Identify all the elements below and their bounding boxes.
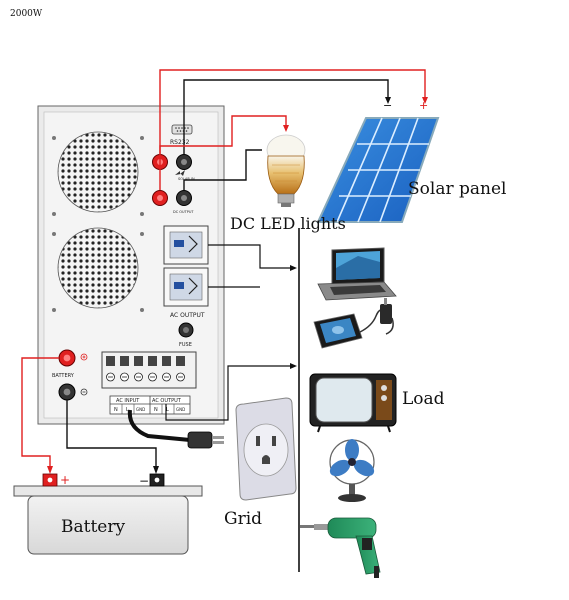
- ac-output-gnd-label: GND: [176, 407, 185, 412]
- rs232-label: RS232: [170, 139, 190, 146]
- solar-panel-graphic: [316, 117, 440, 223]
- grid-wall-socket: [235, 397, 297, 501]
- battery-negative-terminal: [58, 383, 76, 401]
- inverter-battery-label: BATTERY: [52, 373, 75, 379]
- inverter-cabinet: [37, 105, 225, 425]
- battery-positive-terminal: [58, 349, 76, 367]
- ac-outlet-lower: [163, 267, 209, 307]
- ac-input-gnd-label: GND: [136, 407, 145, 412]
- grid-label: Grid: [224, 509, 262, 529]
- cooling-fan-lower: [57, 227, 139, 309]
- battery-graphic: [13, 473, 203, 555]
- terminal-to-load-wiring: [165, 363, 297, 421]
- fuse-holder: [178, 322, 194, 338]
- dc-led-bulb: [266, 134, 306, 207]
- solar-symbol-icon: [175, 170, 185, 176]
- television-icon: [309, 373, 397, 433]
- dc-output-negative-terminal: [176, 190, 192, 206]
- cooling-fan-upper: [57, 131, 139, 213]
- ac-output-wiring: [208, 244, 297, 288]
- ac-output-label: AC OUTPUT: [170, 312, 205, 319]
- ac-output-l-label: L: [166, 407, 169, 413]
- battery-plus-sign: +: [60, 473, 70, 487]
- battery-minus-sign: −: [139, 474, 149, 488]
- electric-fan-icon: [329, 439, 375, 502]
- grid-power-cord: [127, 409, 224, 449]
- ac-terminal-block: [101, 351, 197, 389]
- ac-output-block-label: AC OUTPUT: [152, 398, 182, 404]
- mobile-phone-charger-icon: [313, 298, 394, 349]
- load-label: Load: [402, 389, 445, 409]
- dc-output-positive-terminal: [152, 190, 168, 206]
- ac-io-label-grid: [109, 395, 191, 415]
- ac-input-l-label: L: [126, 407, 129, 413]
- ac-input-n-label: N: [114, 407, 118, 413]
- power-drill-icon: [300, 517, 381, 578]
- solar-panel-label: Solar panel: [408, 179, 506, 199]
- solar-minus-sign: −: [383, 99, 392, 112]
- ac-outlet-upper: [163, 225, 209, 265]
- solar-plus-sign: +: [419, 99, 428, 112]
- solar-in-label: SOLAR IN: [178, 177, 195, 181]
- fuse-label: FUSE: [179, 342, 192, 348]
- dc-led-lights-label: DC LED lights: [230, 214, 346, 233]
- laptop-icon: [317, 247, 397, 301]
- battery-label: Battery: [61, 517, 125, 537]
- rs232-port: [171, 124, 193, 135]
- solar-wiring: [159, 69, 428, 190]
- ac-output-n-label: N: [154, 407, 158, 413]
- solar-in-negative-terminal: [176, 154, 192, 170]
- ac-input-block-label: AC INPUT: [116, 398, 140, 404]
- battery-wiring: [21, 357, 159, 474]
- model-label: 2000W: [10, 9, 43, 19]
- dc-output-label: DC OUTPUT: [173, 210, 194, 214]
